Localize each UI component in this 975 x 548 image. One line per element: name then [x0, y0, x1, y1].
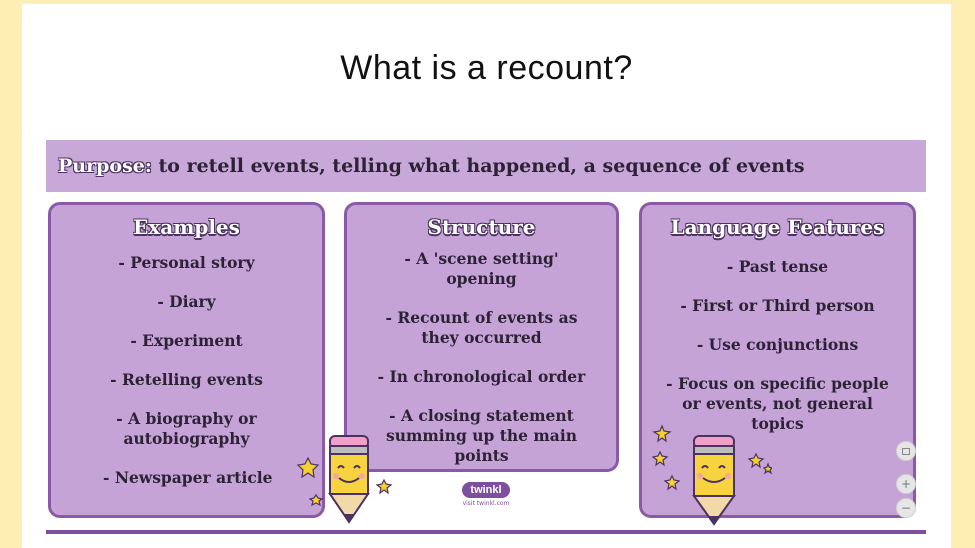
zoom-in-button[interactable]: +	[896, 474, 916, 494]
twinkl-logo: twinkl visit twinkl.com	[456, 478, 516, 507]
language-features-title: Language Features	[670, 215, 885, 239]
slide: What is a recount? Purpose: to retell ev…	[22, 4, 951, 548]
examples-card: Examples - Personal story - Diary - Expe…	[48, 202, 325, 518]
list-item: - Recount of events as they occurred	[385, 308, 578, 347]
slide-title: What is a recount?	[340, 49, 633, 87]
purpose-label: Purpose:	[58, 155, 152, 177]
list-item: - Past tense	[726, 257, 829, 276]
structure-card: Structure - A 'scene setting' opening - …	[344, 202, 619, 472]
list-item: - First or Third person	[680, 296, 875, 315]
list-item: - A biography or autobiography	[116, 409, 257, 448]
list-item: - Experiment	[130, 331, 243, 350]
list-item: - In chronological order	[377, 367, 586, 386]
pencil-mascot-icon	[296, 435, 393, 524]
list-item: - Retelling events	[110, 370, 263, 389]
fullscreen-button[interactable]	[896, 441, 916, 461]
structure-title: Structure	[427, 215, 536, 239]
twinkl-url: visit twinkl.com	[462, 500, 510, 507]
fullscreen-icon	[902, 448, 910, 455]
list-item: - Focus on specific people or events, no…	[666, 374, 889, 433]
list-item: - Diary	[157, 292, 216, 311]
list-item: - Newspaper article	[103, 468, 273, 487]
purpose-bar: Purpose: to retell events, telling what …	[46, 140, 926, 192]
list-item: - Use conjunctions	[696, 335, 859, 354]
pencil-mascot-icon	[652, 424, 772, 526]
list-item: - A 'scene setting' opening	[404, 249, 559, 288]
examples-title: Examples	[133, 215, 240, 239]
purpose-text: to retell events, telling what happened,…	[151, 155, 805, 177]
list-item: - A closing statement summing up the mai…	[386, 406, 577, 465]
recount-poster: Purpose: to retell events, telling what …	[46, 140, 926, 534]
zoom-out-button[interactable]: −	[896, 498, 916, 518]
language-features-card: Language Features - Past tense - First o…	[639, 202, 916, 518]
list-item: - Personal story	[118, 253, 255, 272]
twinkl-logo-mark: twinkl	[462, 482, 510, 498]
